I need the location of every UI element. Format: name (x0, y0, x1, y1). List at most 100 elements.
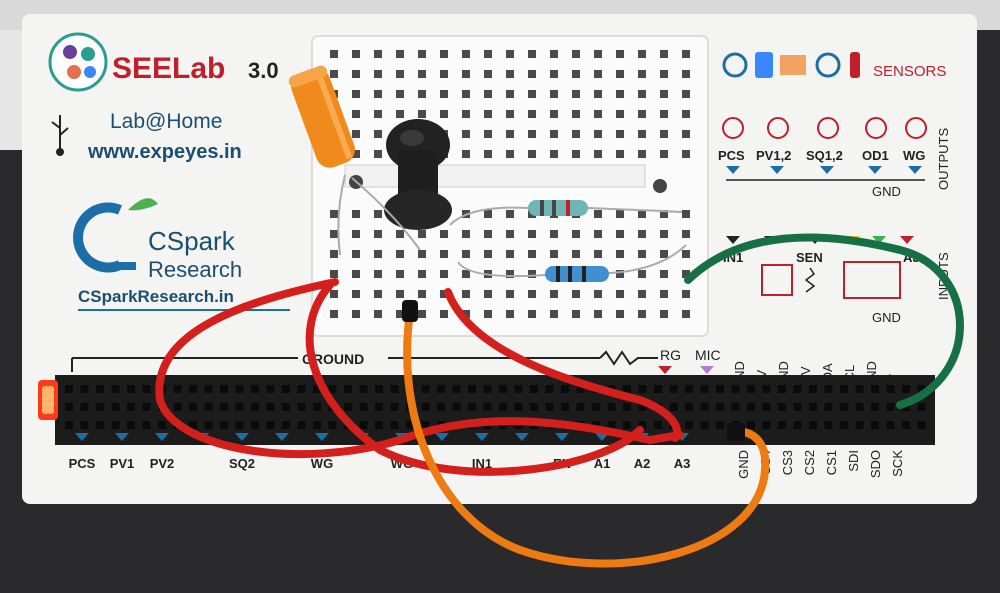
header-pin (390, 421, 399, 429)
breadboard-hole (352, 130, 360, 138)
header-pin (499, 385, 507, 393)
header-pin (809, 385, 817, 393)
seelab-logo (48, 32, 108, 92)
header-pin (111, 385, 120, 393)
breadboard-hole (660, 90, 668, 98)
header-pin (530, 385, 538, 393)
breadboard-hole (440, 50, 448, 58)
header-pin (127, 385, 135, 393)
header-pin (700, 403, 709, 411)
breadboard-hole (396, 250, 404, 258)
header-pin (297, 421, 306, 429)
input-wave-icon (843, 261, 901, 299)
breadboard-hole (660, 150, 668, 158)
header-pin (220, 403, 228, 411)
breadboard-hole (528, 290, 536, 298)
header-pin (716, 385, 724, 393)
breadboard-hole (572, 110, 580, 118)
header-pin (127, 403, 135, 411)
header-pin (716, 421, 724, 429)
breadboard-hole (660, 310, 668, 318)
header-bottom-label: A1 (594, 456, 611, 471)
breadboard-hole (396, 310, 404, 318)
header-pin (437, 385, 445, 393)
breadboard-hole (506, 210, 514, 218)
header-pin (762, 403, 771, 411)
brand-website: www.expeyes.in (87, 141, 242, 163)
breadboard-hole (528, 230, 536, 238)
header-pin (654, 385, 662, 393)
breadboard-hole (462, 130, 470, 138)
breadboard-hole (418, 70, 426, 78)
breadboard-hole (660, 270, 668, 278)
header-bottom-label: PCS (69, 456, 96, 471)
breadboard-hole (682, 150, 690, 158)
header-pin (96, 385, 104, 393)
electrolytic-capacitor (288, 65, 355, 168)
header-pin (514, 403, 523, 411)
header-pin (824, 385, 833, 393)
breadboard-hole (484, 290, 492, 298)
header-pin (406, 421, 414, 429)
breadboard-hole (374, 130, 382, 138)
header-bottom-right-label: SCK (890, 450, 905, 477)
breadboard-hole (528, 130, 536, 138)
header-pin (855, 385, 864, 393)
breadboard-hole (462, 150, 470, 158)
header-pin (917, 385, 926, 393)
breadboard-hole (396, 290, 404, 298)
breadboard-hole (506, 50, 514, 58)
header-pin (778, 421, 786, 429)
breadboard-hole (550, 150, 558, 158)
header-pin (359, 385, 368, 393)
breadboard-hole (374, 210, 382, 218)
breadboard-hole (638, 270, 646, 278)
cspark-logo-icon (73, 198, 158, 273)
header-pin (344, 385, 352, 393)
breadboard-hole (550, 250, 558, 258)
breadboard-hole (462, 230, 470, 238)
breadboard-hole (418, 290, 426, 298)
breadboard-hole (682, 310, 690, 318)
header-pin (142, 421, 151, 429)
breadboard-hole (418, 310, 426, 318)
orange-wire (403, 308, 770, 568)
breadboard-hole (594, 130, 602, 138)
header-bottom-right-label: GND (736, 450, 751, 479)
header-pin (375, 403, 383, 411)
breadboard-hole (506, 70, 514, 78)
header-pin (638, 403, 647, 411)
breadboard-hole (638, 70, 646, 78)
breadboard-hole (572, 70, 580, 78)
header-pin (685, 421, 693, 429)
red-wire-3 (444, 288, 682, 442)
inputs-section (726, 236, 914, 299)
breadboard-hole (528, 250, 536, 258)
header-pin (669, 385, 678, 393)
breadboard-hole (506, 250, 514, 258)
output-label-0: PCS (718, 148, 745, 163)
breadboard-hole (462, 250, 470, 258)
breadboard-hole (462, 290, 470, 298)
breadboard-hole (638, 250, 646, 258)
pin-arrow-icon (475, 433, 489, 441)
breadboard-hole (616, 250, 624, 258)
breadboard-hole (484, 110, 492, 118)
breadboard-hole (352, 90, 360, 98)
breadboard-hole (616, 310, 624, 318)
breadboard-hole (682, 90, 690, 98)
breadboard-hole (550, 70, 558, 78)
breadboard-hole (572, 290, 580, 298)
breadboard-hole (594, 110, 602, 118)
wg-output-icon (905, 117, 927, 139)
breadboard-hole (572, 230, 580, 238)
breadboard-hole (484, 90, 492, 98)
output-label-3: OD1 (862, 148, 889, 163)
breadboard-hole (528, 270, 536, 278)
header-pin (220, 421, 228, 429)
header-pin (592, 403, 600, 411)
header-pin (871, 385, 879, 393)
header-pin (344, 403, 352, 411)
breadboard-hole (660, 210, 668, 218)
